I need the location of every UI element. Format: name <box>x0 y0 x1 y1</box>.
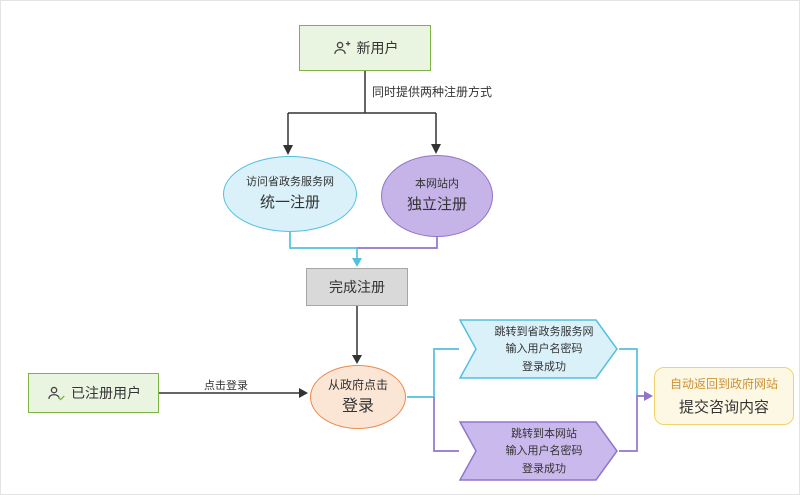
click-login-edge-label: 点击登录 <box>204 379 248 392</box>
site-login-node: 跳转到本网站 输入用户名密码 登录成功 <box>459 421 619 481</box>
registered-user-node: 已注册用户 <box>28 373 159 413</box>
complete-register-node: 完成注册 <box>306 268 408 306</box>
arrowhead-click-login <box>299 388 308 398</box>
gov-login-line2: 输入用户名密码 <box>505 342 583 356</box>
gov-login-shape <box>459 319 618 379</box>
arrowhead-to-unified <box>283 145 293 155</box>
registered-user-icon <box>46 384 65 402</box>
unified-register-node: 访问省政务服务网 统一注册 <box>223 156 357 232</box>
independent-register-line1: 本网站内 <box>415 177 459 191</box>
arrowhead-to-login <box>352 355 362 364</box>
new-user-icon <box>332 39 351 57</box>
site-login-line3: 登录成功 <box>522 461 566 475</box>
arrowhead-to-complete <box>352 258 362 267</box>
login-line1: 从政府点击 <box>327 378 388 393</box>
arrowhead-to-result <box>644 391 653 401</box>
login-line2: 登录 <box>341 396 374 416</box>
registered-user-label: 已注册用户 <box>71 386 141 402</box>
arrowhead-to-independent <box>431 144 441 154</box>
login-node: 从政府点击 登录 <box>310 365 406 429</box>
gov-login-line1: 跳转到省政务服务网 <box>494 325 594 339</box>
unified-register-line2: 统一注册 <box>259 193 320 212</box>
branch-edge-label: 同时提供两种注册方式 <box>372 85 493 99</box>
site-login-shape <box>459 421 618 481</box>
gov-login-node: 跳转到省政务服务网 输入用户名密码 登录成功 <box>459 319 619 379</box>
result-node: 自动返回到政府网站 提交咨询内容 <box>654 367 794 425</box>
new-user-node: 新用户 <box>299 25 431 71</box>
unified-register-line1: 访问省政务服务网 <box>246 175 334 189</box>
independent-register-line2: 独立注册 <box>406 195 467 214</box>
independent-register-node: 本网站内 独立注册 <box>381 155 493 237</box>
new-user-label: 新用户 <box>356 41 399 57</box>
site-login-line1: 跳转到本网站 <box>511 427 577 441</box>
gov-login-line3: 登录成功 <box>522 359 566 373</box>
complete-register-label: 完成注册 <box>329 280 385 296</box>
site-login-line2: 输入用户名密码 <box>505 444 583 458</box>
result-line2: 提交咨询内容 <box>678 398 769 416</box>
result-line1: 自动返回到政府网站 <box>669 377 778 391</box>
